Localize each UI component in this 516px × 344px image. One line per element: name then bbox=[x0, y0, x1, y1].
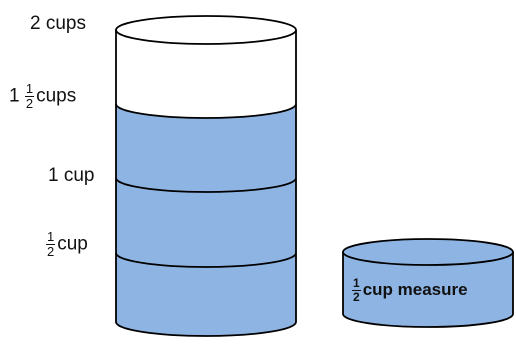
tall-cylinder-empty bbox=[116, 30, 296, 118]
fraction-numerator: 1 bbox=[352, 276, 361, 291]
fraction-numerator: 1 bbox=[24, 81, 35, 97]
tall-cylinder-liquid bbox=[116, 104, 296, 336]
tall-cylinder-bottom bbox=[115, 321, 297, 337]
label-one-cup: 1 cup bbox=[48, 165, 94, 187]
measure-cup-top bbox=[342, 238, 514, 266]
fraction-half: 1 2 bbox=[46, 229, 56, 259]
label-one-and-half-unit: cups bbox=[36, 85, 77, 107]
fraction-denominator: 2 bbox=[47, 244, 55, 259]
label-one-and-half-cups: 1 1 2 cups bbox=[9, 82, 76, 111]
level-line-one bbox=[115, 177, 297, 193]
tall-cylinder-top bbox=[115, 15, 297, 45]
label-one-cup-text: 1 cup bbox=[48, 165, 95, 186]
level-line-half bbox=[115, 252, 297, 268]
fraction-one-half: 1 2 bbox=[24, 81, 35, 111]
measure-cup-bottom bbox=[342, 313, 514, 328]
label-two-cups: 2 cups bbox=[30, 13, 86, 35]
fraction-denominator: 2 bbox=[353, 290, 360, 304]
label-half-cup: 1 2 cup bbox=[46, 230, 88, 259]
label-one-and-half-whole: 1 bbox=[9, 85, 20, 107]
level-line-one-and-half bbox=[115, 103, 297, 119]
measure-cup-body bbox=[343, 252, 513, 327]
label-half-cup-unit: cup bbox=[57, 233, 88, 255]
label-two-cups-text: 2 cups bbox=[30, 13, 86, 34]
measure-cup-text: cup measure bbox=[362, 279, 468, 299]
measure-cup-label: 1 2 cup measure bbox=[352, 277, 468, 304]
fraction-numerator: 1 bbox=[46, 229, 56, 245]
fraction-denominator: 2 bbox=[25, 96, 34, 111]
measure-fraction: 1 2 bbox=[352, 277, 361, 304]
